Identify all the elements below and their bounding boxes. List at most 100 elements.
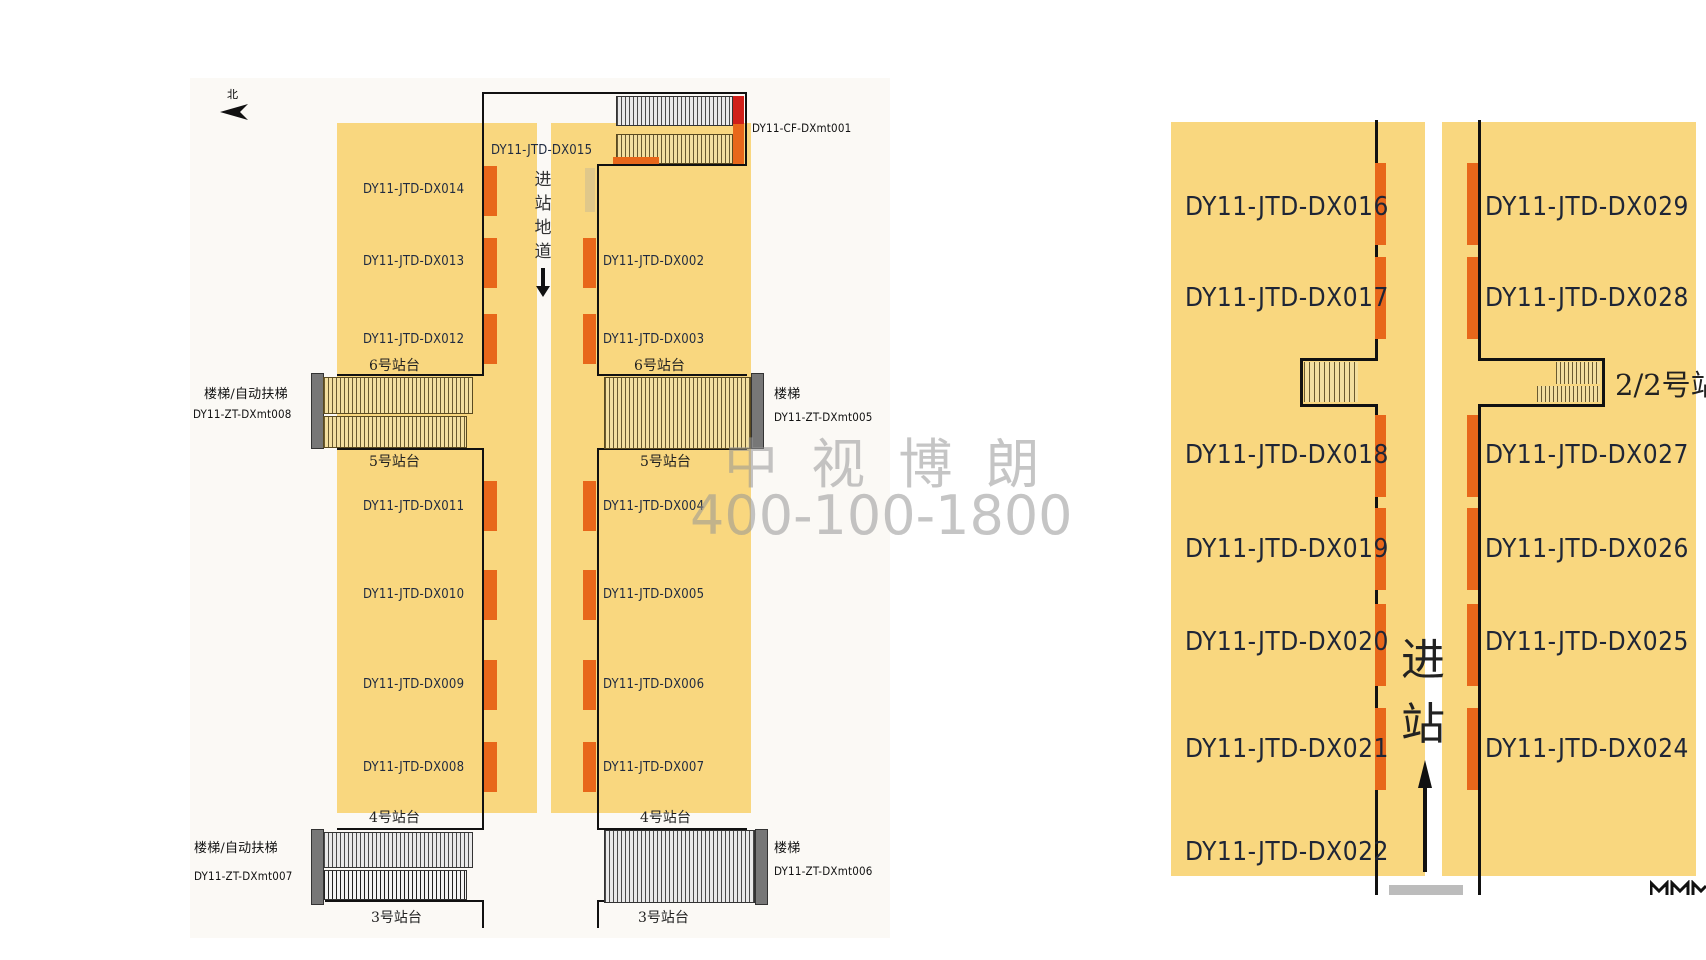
label-dx012: DY11-JTD-DX012	[363, 332, 465, 347]
marker-dx009	[484, 660, 497, 710]
platform-5-right: 5号站台	[640, 454, 691, 470]
lower-right-stairs-title: 楼梯	[774, 841, 801, 856]
right-wall-b-h1	[1478, 358, 1604, 361]
marker-dx006	[583, 660, 596, 710]
passage-wall-right-mid	[597, 449, 599, 829]
marker-dx020	[1375, 604, 1386, 686]
label-dx007: DY11-JTD-DX007	[603, 760, 705, 775]
lower-left-stairs-title: 楼梯/自动扶梯	[194, 841, 278, 856]
label-dx005: DY11-JTD-DX005	[603, 587, 705, 602]
right-wall-a-v	[1300, 358, 1303, 407]
lower-right-stairs-code: DY11-ZT-DXmt006	[774, 864, 873, 878]
platform-3-right: 3号站台	[638, 910, 689, 926]
lower-right-stairs-rail	[755, 829, 768, 905]
upper-right-stairs-rail	[751, 373, 764, 449]
zone-left-column	[337, 123, 537, 813]
top-right-wall	[745, 92, 747, 166]
label-dx003: DY11-JTD-DX003	[603, 332, 705, 347]
label-dx020: DY11-JTD-DX020	[1185, 627, 1389, 657]
label-dx018: DY11-JTD-DX018	[1185, 440, 1389, 470]
lower-left-stairs-code: DY11-ZT-DXmt007	[194, 869, 293, 883]
label-dx009: DY11-JTD-DX009	[363, 677, 465, 692]
right-bottom-pattern	[1649, 879, 1706, 896]
marker-dx012	[484, 314, 497, 364]
wall-p5-left	[337, 448, 484, 450]
lower-left-stairs	[323, 832, 473, 868]
entrance-passage-char-1: 进	[534, 170, 552, 190]
cf-label: DY11-CF-DXmt001	[752, 121, 852, 135]
right-wall-b-top	[1478, 120, 1481, 360]
top-wall	[482, 92, 747, 94]
zone-right-right	[1442, 122, 1696, 876]
right-wall-a-h1	[1300, 358, 1378, 361]
passage-gate	[585, 168, 595, 212]
entrance-passage-char-3: 地	[534, 218, 552, 238]
dx015-marker	[613, 157, 659, 164]
label-dx019: DY11-JTD-DX019	[1185, 534, 1389, 564]
label-dx011: DY11-JTD-DX011	[363, 499, 465, 514]
right-wall-b-h2	[1478, 404, 1604, 407]
right-stairs-right-lower	[1537, 386, 1600, 402]
label-dx016: DY11-JTD-DX016	[1185, 192, 1389, 222]
label-dx024: DY11-JTD-DX024	[1485, 734, 1689, 764]
platform-6-right: 6号站台	[634, 358, 685, 374]
marker-dx010	[484, 570, 497, 620]
lower-right-stairs	[604, 830, 755, 903]
marker-dx017	[1375, 257, 1386, 339]
right-wall-a-h2	[1300, 404, 1378, 407]
label-dx027: DY11-JTD-DX027	[1485, 440, 1689, 470]
right-wall-b-bot	[1478, 405, 1481, 895]
marker-dx029	[1467, 163, 1478, 245]
label-dx017: DY11-JTD-DX017	[1185, 283, 1389, 313]
label-dx013: DY11-JTD-DX013	[363, 254, 465, 269]
marker-dx007	[583, 742, 596, 792]
marker-dx014	[484, 166, 497, 216]
label-dx028: DY11-JTD-DX028	[1485, 283, 1689, 313]
upper-right-stairs-code: DY11-ZT-DXmt005	[774, 410, 873, 424]
label-dx026: DY11-JTD-DX026	[1485, 534, 1689, 564]
label-dx002: DY11-JTD-DX002	[603, 254, 705, 269]
lower-left-escalator	[323, 870, 467, 900]
dx015-label: DY11-JTD-DX015	[491, 143, 593, 158]
label-dx029: DY11-JTD-DX029	[1485, 192, 1689, 222]
passage-wall-right-top	[597, 164, 599, 375]
platform-4-left: 4号站台	[369, 810, 420, 826]
watermark-name: 中 视 博 朗	[724, 433, 1048, 496]
entrance-passage-char-2: 站	[534, 194, 552, 214]
compass-label: 北	[227, 88, 238, 101]
right-entrance-char-1: 进	[1401, 635, 1445, 686]
right-stairs-right-upper	[1556, 362, 1600, 384]
marker-dx021	[1375, 708, 1386, 790]
marker-dx019	[1375, 508, 1386, 590]
upper-right-stairs-title: 楼梯	[774, 387, 801, 402]
plan-background	[190, 78, 890, 938]
label-dx022: DY11-JTD-DX022	[1185, 837, 1389, 867]
right-platform-partial: 2/2号站	[1615, 368, 1706, 402]
upper-right-stairs	[604, 377, 751, 449]
label-dx021: DY11-JTD-DX021	[1185, 734, 1389, 764]
entrance-passage-char-4: 道	[534, 242, 552, 262]
right-wall-b-v	[1602, 358, 1605, 407]
wall-p3-right	[597, 900, 599, 928]
label-dx006: DY11-JTD-DX006	[603, 677, 705, 692]
wall-p3-left	[482, 900, 484, 928]
upper-left-stairs	[323, 377, 473, 414]
upper-left-escalator	[323, 416, 467, 448]
marker-dx011	[484, 481, 497, 531]
marker-dx004	[583, 481, 596, 531]
marker-dx027	[1467, 415, 1478, 497]
right-gate	[1389, 885, 1463, 895]
right-stairs-left	[1304, 362, 1358, 402]
marker-dx013	[484, 238, 497, 288]
marker-dx024	[1467, 708, 1478, 790]
label-dx010: DY11-JTD-DX010	[363, 587, 465, 602]
label-dx008: DY11-JTD-DX008	[363, 760, 465, 775]
marker-dx018	[1375, 415, 1386, 497]
wall-p4-right	[597, 828, 747, 830]
top-inner-wall	[597, 164, 747, 166]
cf-red-marker	[733, 96, 744, 124]
upper-left-stairs-code: DY11-ZT-DXmt008	[193, 407, 292, 421]
platform-3-left: 3号站台	[371, 910, 422, 926]
label-dx004: DY11-JTD-DX004	[603, 499, 705, 514]
wall-p4-left	[337, 828, 484, 830]
